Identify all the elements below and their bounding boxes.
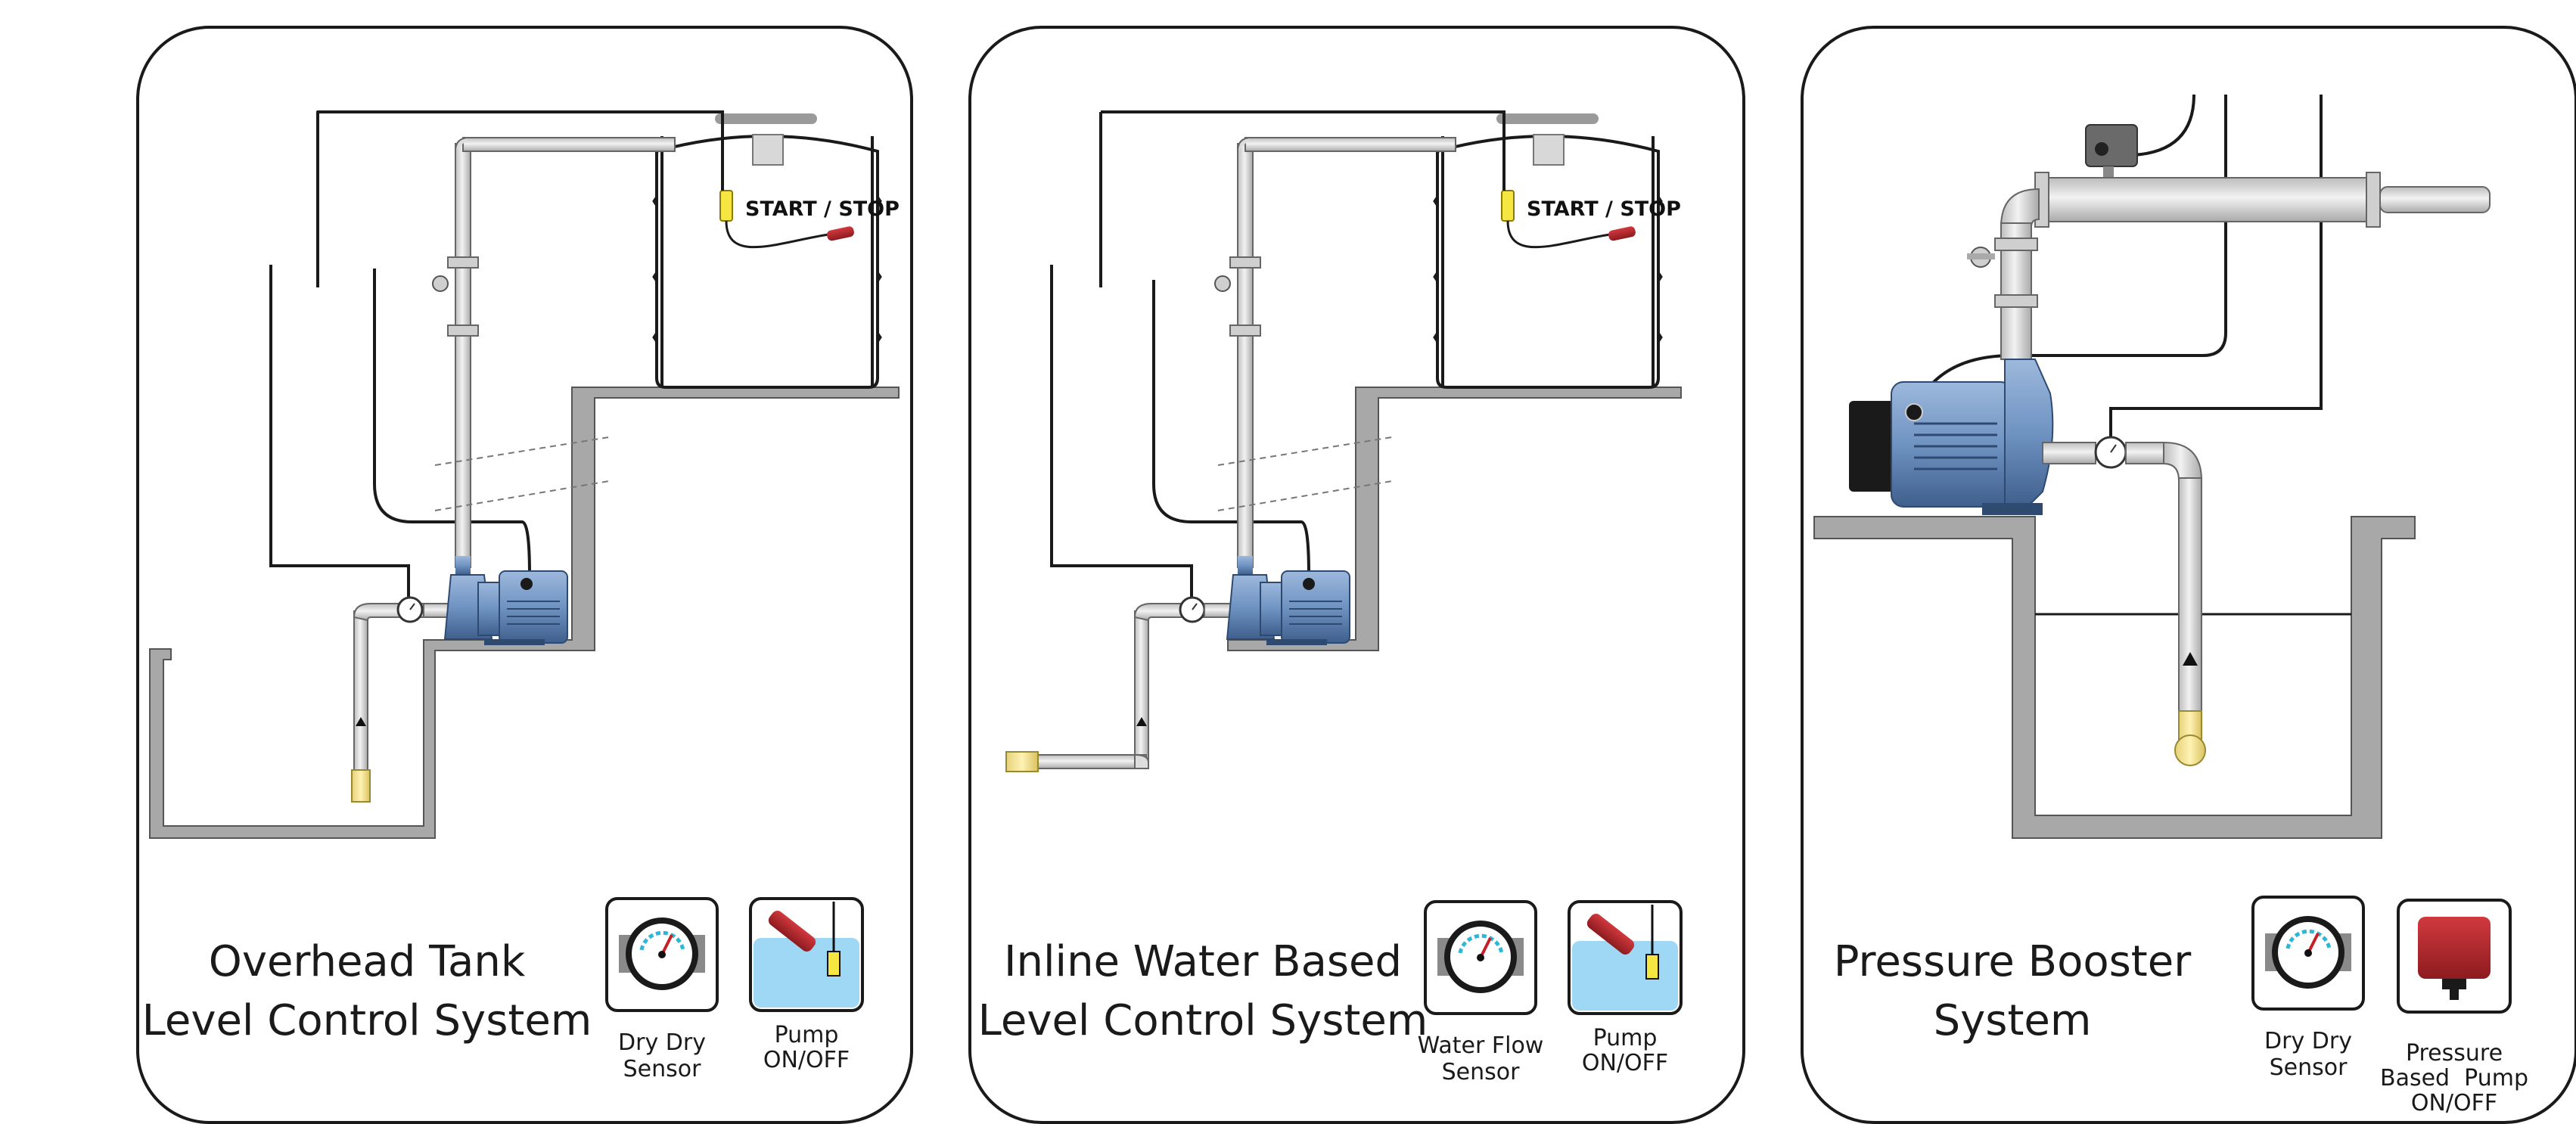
suction-pipe (354, 611, 368, 770)
top-pipe (1245, 138, 1456, 151)
valve-handle (433, 276, 448, 291)
icon-caption: ON/OFF (763, 1047, 850, 1073)
panel-overhead-tank: START / STOP (138, 27, 912, 1122)
pressure-gauge-icon (398, 598, 422, 622)
icon-caption: Pressure (2406, 1040, 2503, 1067)
panel-inline-water: START / STOP (970, 27, 1744, 1122)
panel-title: Pressure Booster (1834, 937, 2192, 986)
icon-caption: Pump (775, 1022, 839, 1048)
pressure-gauge-icon (2096, 437, 2126, 467)
panel-title: Inline Water Based (1004, 937, 1402, 986)
riser-pipe (455, 144, 471, 567)
icon-caption: Dry Dry (2264, 1028, 2352, 1054)
icon-caption: Based Pump (2380, 1065, 2528, 1091)
header-pipe (2039, 178, 2376, 222)
panel-pressure-booster: Pressure Booster System Dry Dry Sensor P… (1802, 27, 2576, 1122)
float-switch-yellow (720, 191, 732, 221)
float-switch-icon (1569, 902, 1681, 1014)
inline-fitting (1006, 752, 1038, 772)
icon-caption: Sensor (1442, 1059, 1520, 1085)
icon-caption: Pump (1593, 1025, 1658, 1051)
icon-caption: ON/OFF (2411, 1090, 2497, 1116)
valve-handle (1215, 276, 1230, 291)
suction-pipe (1135, 611, 1148, 762)
dry-run-sensor-icon (607, 899, 717, 1011)
overhead-tank: START / STOP (1434, 113, 1681, 387)
float-switch-yellow (1502, 191, 1514, 221)
tank-label: START / STOP (745, 197, 900, 221)
riser-pipe (1238, 144, 1253, 567)
icon-caption: Dry Dry (618, 1029, 706, 1056)
panel-title: Level Control System (978, 996, 1428, 1045)
overhead-tank: START / STOP (654, 113, 900, 387)
panel-title: Level Control System (142, 996, 592, 1045)
pressure-pump-switch-icon (2398, 900, 2510, 1012)
inline-pipe (1033, 755, 1146, 768)
icon-caption: Water Flow (1418, 1032, 1544, 1059)
float-switch-icon (750, 899, 862, 1011)
tank-label: START / STOP (1527, 197, 1681, 221)
dry-run-sensor-icon (2253, 897, 2363, 1009)
top-pipe (463, 138, 675, 151)
water-flow-sensor-icon (1425, 902, 1536, 1014)
foot-valve (352, 770, 370, 802)
suction-pipe (2179, 478, 2202, 713)
icon-caption: Sensor (2270, 1054, 2348, 1081)
panel-title: Overhead Tank (209, 937, 526, 986)
panel-title: System (1934, 996, 2092, 1045)
pressure-gauge-icon (1180, 598, 1204, 622)
icon-caption: ON/OFF (1582, 1050, 1668, 1076)
icon-caption: Sensor (623, 1056, 701, 1082)
